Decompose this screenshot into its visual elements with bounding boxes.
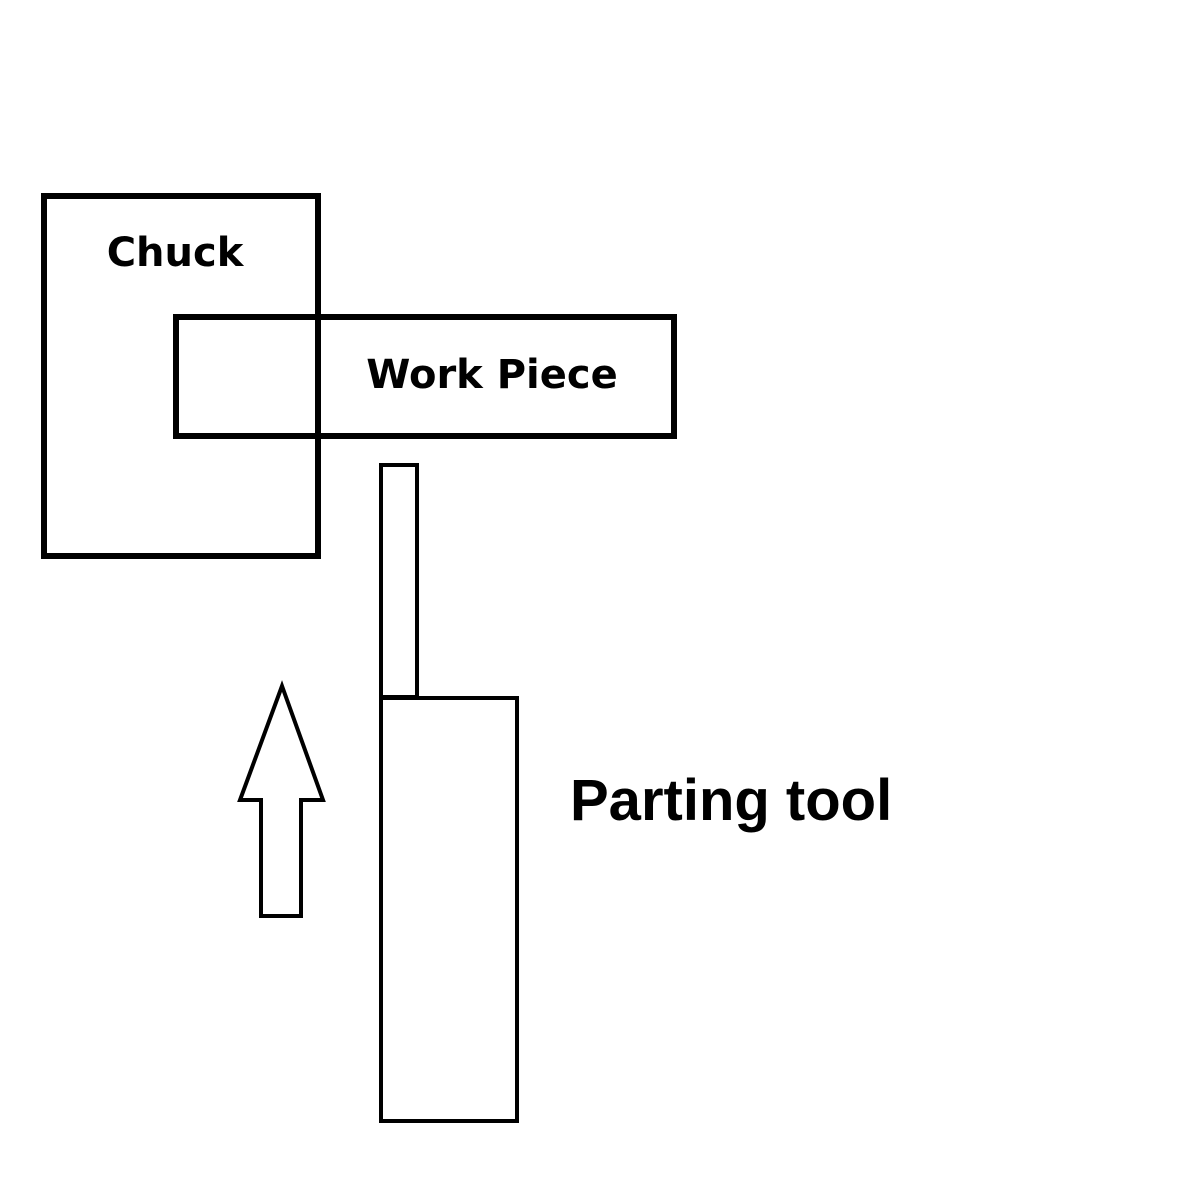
parting-tool-holder <box>379 696 519 1123</box>
work-piece-label: Work Piece <box>366 352 617 398</box>
parting-tool-label: Parting tool <box>570 768 892 833</box>
arrow-up-icon <box>237 680 326 918</box>
chuck-box <box>41 193 321 559</box>
work-piece-box <box>173 314 677 439</box>
chuck-label: Chuck <box>107 230 245 276</box>
